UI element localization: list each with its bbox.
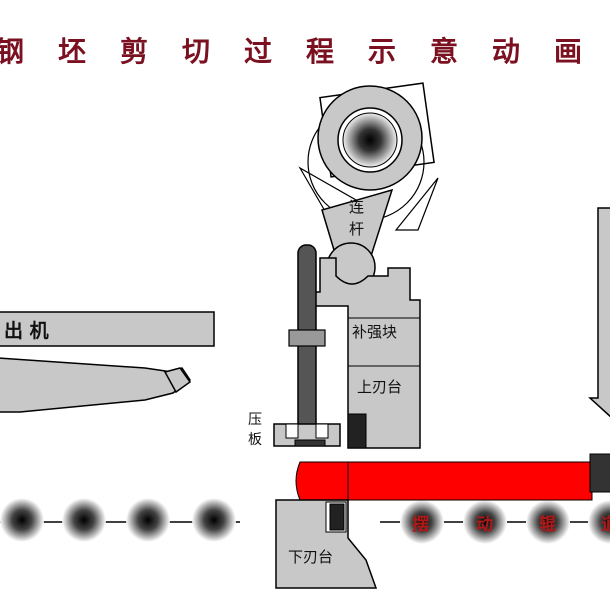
roller xyxy=(192,498,236,542)
press-plate-label: 板 xyxy=(248,432,262,448)
diagram-title: 钢坯剪切过程示意动画 xyxy=(0,35,610,68)
roller-table-char: 道 xyxy=(601,514,610,535)
roller-table-char: 辊 xyxy=(539,514,556,535)
upper-blade-seat-label: 上刃台 xyxy=(357,378,402,396)
roller xyxy=(526,500,570,544)
outfeed-label: 出 机 xyxy=(4,319,49,342)
connecting-rod-label: 杆 xyxy=(349,220,364,238)
roller xyxy=(463,500,507,544)
roller xyxy=(0,498,44,542)
roller-table-char: 动 xyxy=(476,515,493,535)
roller xyxy=(62,498,106,542)
upper-blade-assembly xyxy=(305,257,421,449)
roller xyxy=(588,500,610,544)
outfeed-machine xyxy=(0,311,215,413)
press-plate-assembly xyxy=(273,244,341,447)
right-machine-frame xyxy=(588,207,610,418)
connecting-rod-label: 连 xyxy=(349,198,364,216)
press-plate-label: 压 xyxy=(248,412,262,428)
reinforcement-block-label: 补强块 xyxy=(352,323,397,341)
lower-blade-seat-label: 下刃台 xyxy=(288,548,333,566)
roller xyxy=(126,498,170,542)
lower-blade-assembly xyxy=(275,499,378,589)
roller-table-char: 摆 xyxy=(412,514,429,535)
billet xyxy=(295,453,610,501)
roller xyxy=(400,500,444,544)
crank-assembly xyxy=(298,82,439,292)
